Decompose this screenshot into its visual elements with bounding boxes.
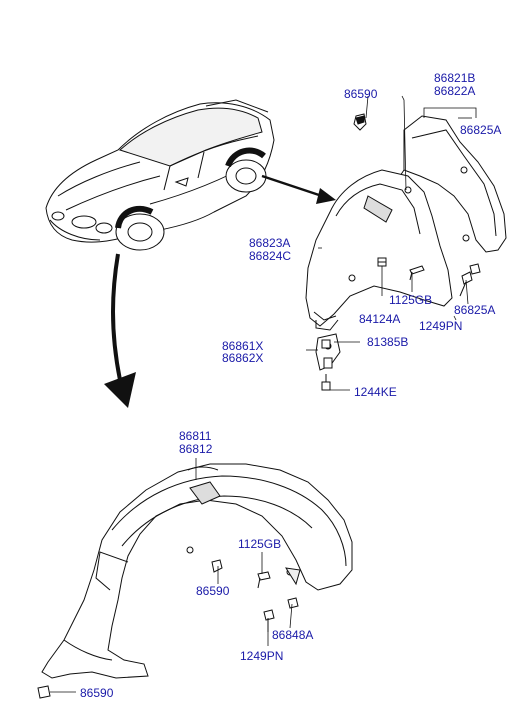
screw-1125GB-bot-part bbox=[257, 571, 271, 589]
label-86825A-top: 86825A bbox=[460, 123, 502, 137]
label-86822A: 86822A bbox=[434, 84, 476, 98]
label-86812: 86812 bbox=[179, 442, 213, 456]
label-86590-top: 86590 bbox=[344, 87, 378, 101]
clip-86825A-mid-part bbox=[469, 263, 481, 275]
label-1249PN-top: 1249PN bbox=[419, 319, 463, 333]
label-84124A: 84124A bbox=[359, 312, 401, 326]
bolt-1244KE-part bbox=[321, 374, 331, 391]
clip-86590-mid-part bbox=[211, 559, 223, 573]
label-86590-mid: 86590 bbox=[196, 584, 230, 598]
label-86824C: 86824C bbox=[249, 249, 292, 263]
front-wheel-liner-main bbox=[41, 463, 353, 679]
label-86848A: 86848A bbox=[272, 628, 314, 642]
car-illustration bbox=[45, 99, 275, 251]
label-86825A-mid: 86825A bbox=[454, 303, 496, 317]
label-1249PN-bot: 1249PN bbox=[240, 649, 284, 663]
label-1125GB-top: 1125GB bbox=[389, 293, 433, 307]
label-86823A: 86823A bbox=[249, 236, 291, 250]
label-1125GB-bot: 1125GB bbox=[238, 537, 282, 551]
clip-86590-top-part bbox=[353, 113, 367, 131]
leader-lines-lower bbox=[50, 458, 293, 693]
label-1244KE: 1244KE bbox=[354, 385, 397, 399]
clip-86848A-part bbox=[287, 597, 299, 609]
screw-1249PN-bot-part bbox=[263, 609, 275, 632]
screw-1249PN-top-part bbox=[459, 271, 473, 297]
arrow-to-front-liner bbox=[104, 253, 136, 408]
label-86821B: 86821B bbox=[434, 71, 476, 85]
bracket-86861X-part bbox=[315, 333, 341, 371]
nut-81385B-part bbox=[321, 339, 331, 349]
label-86811: 86811 bbox=[179, 429, 212, 443]
rear-wheel-guard-upper bbox=[399, 115, 507, 253]
label-86590-bot: 86590 bbox=[80, 686, 114, 700]
leader-lines-upper bbox=[306, 95, 477, 391]
arrow-to-rear-liner bbox=[261, 174, 336, 204]
label-81385B: 81385B bbox=[367, 335, 409, 349]
rear-wheel-liner-main bbox=[305, 169, 453, 331]
clip-86590-bot-part bbox=[37, 685, 51, 699]
label-86862X: 86862X bbox=[222, 351, 264, 365]
nut-84124A-part bbox=[377, 257, 387, 267]
label-86861X: 86861X bbox=[222, 339, 264, 353]
